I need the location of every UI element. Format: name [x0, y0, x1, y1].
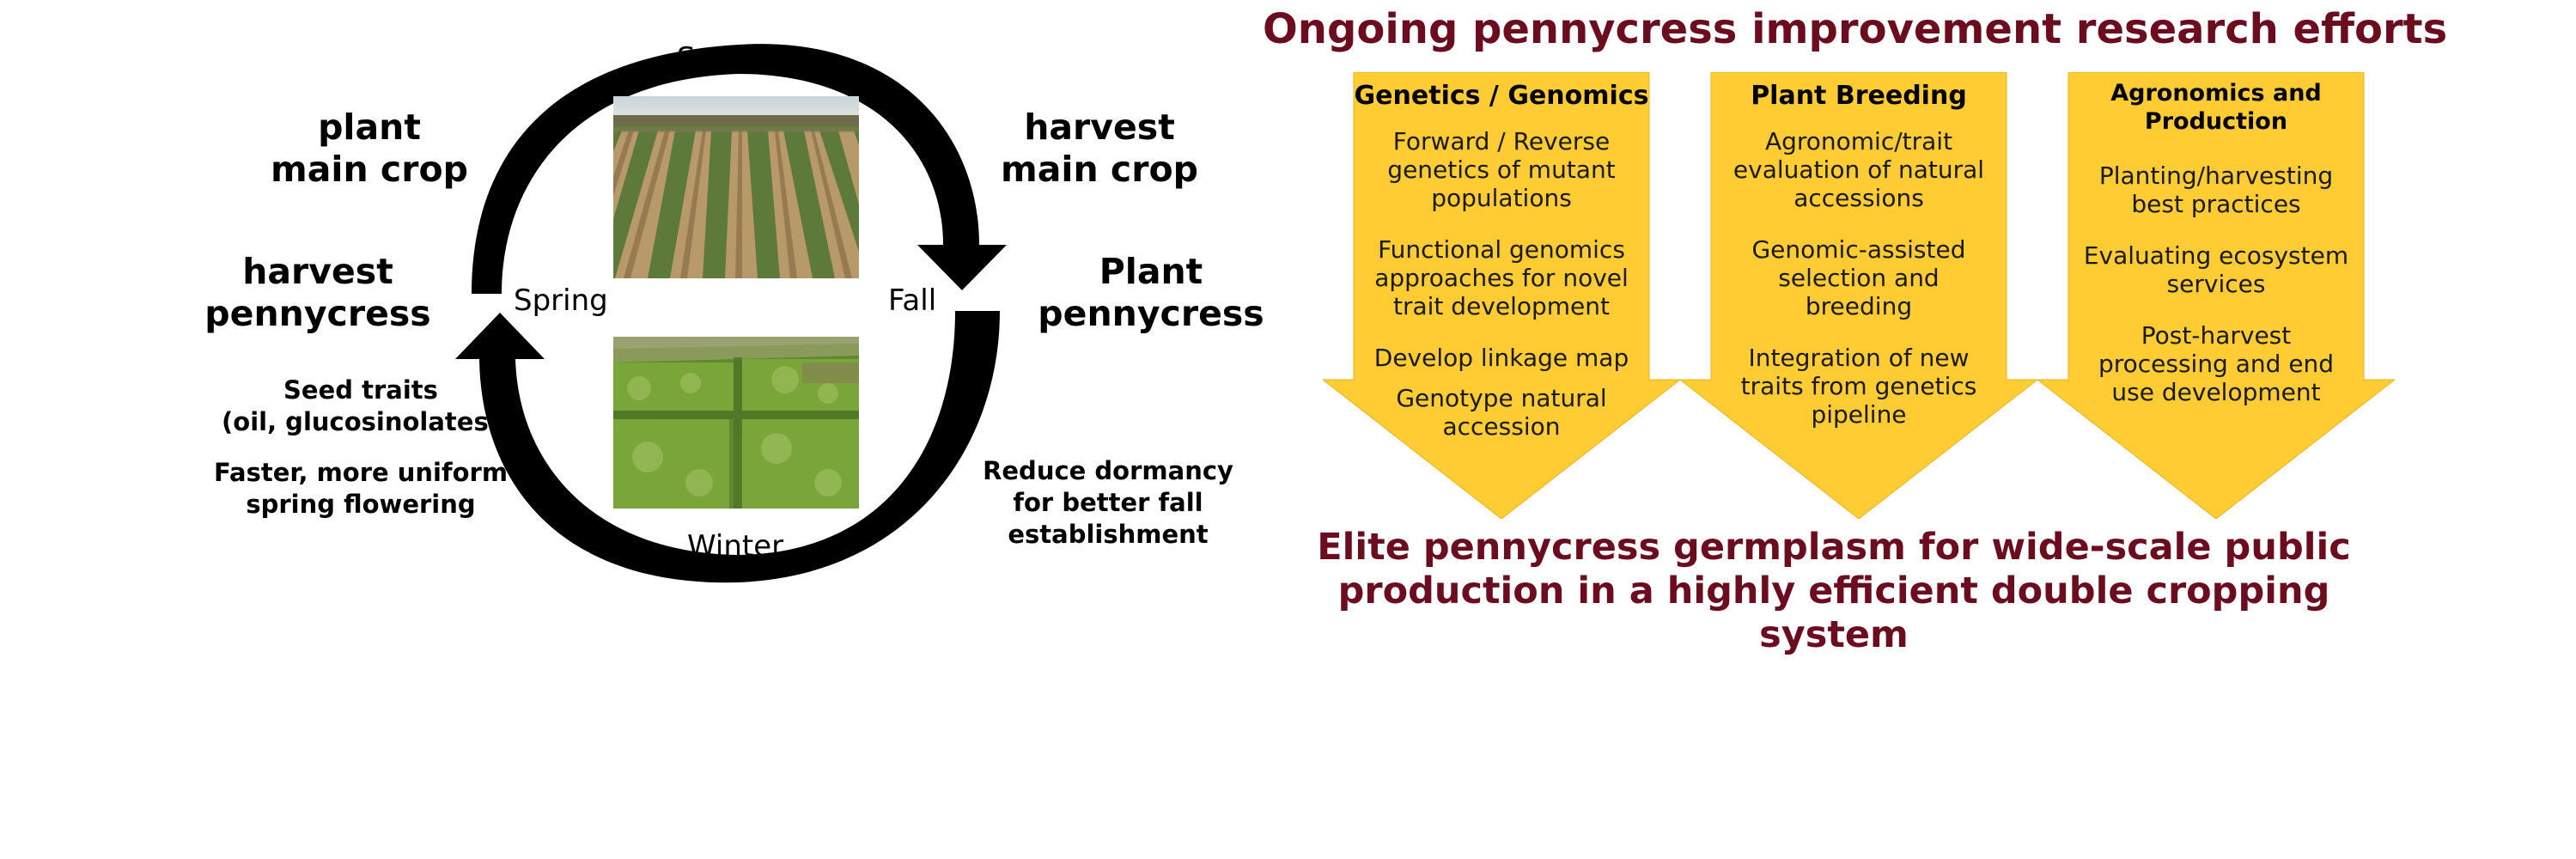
season-spring: Spring [514, 283, 608, 318]
research-item: Develop linkage map [1373, 344, 1629, 372]
season-summer: Summer [677, 41, 801, 76]
winter-field-photo [613, 337, 859, 509]
column-title: Plant Breeding [1751, 81, 1967, 111]
yellow-down-arrow [1680, 72, 2037, 519]
crop-cycle-diagram [455, 44, 1007, 583]
cycle-arrow-bottom [455, 311, 1000, 583]
summer-field-photo [613, 96, 859, 278]
yellow-down-arrow [2037, 72, 2395, 519]
season-winter: Winter [687, 529, 784, 564]
seed-traits-note: Seed traits(oil, glucosinolates) [222, 375, 500, 436]
column-title: Genetics / Genomics [1354, 81, 1649, 111]
research-title: Ongoing pennycress improvement research … [1263, 5, 2448, 53]
yellow-down-arrow [1323, 72, 1680, 519]
outcome-statement: Elite pennycress germplasm for wide-scal… [1317, 526, 2351, 656]
season-fall: Fall [888, 283, 937, 318]
cycle-arrow-top [472, 44, 1007, 294]
